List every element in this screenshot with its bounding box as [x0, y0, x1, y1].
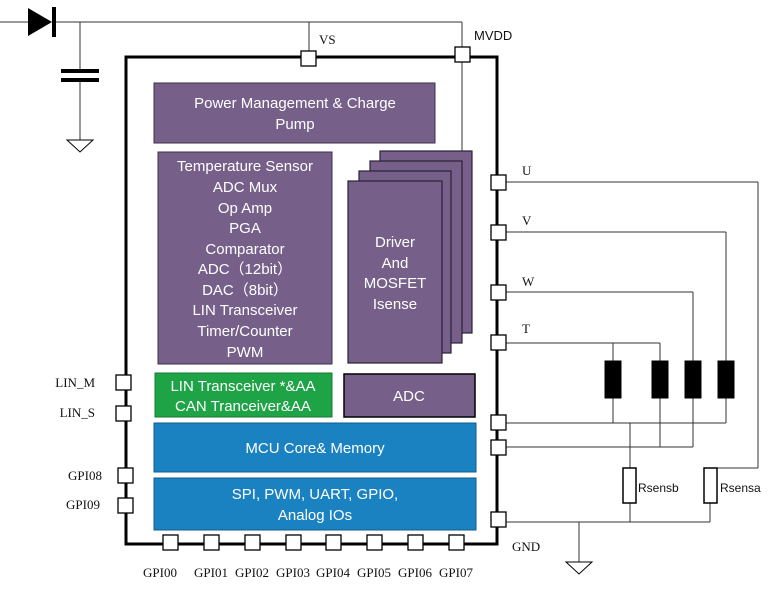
- supply-circuit: [0, 7, 463, 155]
- diode-icon: [28, 7, 56, 37]
- driver-line-3: MOSFET: [364, 275, 427, 292]
- pin-vs: [300, 50, 317, 67]
- driver-line-4: Isense: [373, 296, 417, 313]
- pin-gpio2: [244, 534, 261, 551]
- coil-t2: [651, 360, 669, 399]
- pin-gpio8: [117, 467, 134, 484]
- driver-layer-1: [347, 180, 443, 364]
- pin-label-u: U: [522, 163, 532, 178]
- pin-gnd: [490, 511, 507, 528]
- pin-w: [490, 284, 507, 301]
- pin-label-gpio8: GPI08: [68, 468, 102, 483]
- analog-line-10: PWM: [227, 344, 264, 361]
- resistor-b-label: Rsensb: [638, 481, 679, 495]
- pin-sense-2: [490, 439, 507, 456]
- pin-label-gpio5: GPI05: [357, 565, 391, 580]
- pin-label-gpio4: GPI04: [316, 565, 350, 580]
- pin-gpio7: [448, 534, 465, 551]
- motor-coils: [604, 360, 735, 399]
- resistor-icon: [703, 467, 718, 504]
- pin-label-gpio0: GPI00: [143, 565, 177, 580]
- io-line-1: SPI, PWM, UART, GPIO,: [232, 486, 398, 503]
- top-pins: VS MVDD: [300, 28, 512, 67]
- right-pins: U V W T GND: [490, 163, 540, 554]
- pin-label-vs: VS: [319, 32, 336, 47]
- analog-line-7: DAC（8bit）: [202, 282, 288, 299]
- power-management-block: Power Management & Charge Pump: [153, 82, 436, 144]
- io-block: SPI, PWM, UART, GPIO, Analog IOs: [153, 477, 477, 531]
- pin-label-mvdd: MVDD: [474, 28, 512, 43]
- coil-t1: [604, 360, 622, 399]
- pin-gpio1: [203, 534, 220, 551]
- pin-label-gpio1: GPI01: [194, 565, 228, 580]
- mcu-core-block: MCU Core& Memory: [153, 422, 477, 473]
- adc-label: ADC: [393, 388, 425, 405]
- resistor-icon: [622, 467, 637, 504]
- coil-w: [684, 360, 702, 399]
- pin-gpio9: [117, 497, 134, 514]
- phase-wiring: [506, 181, 759, 562]
- pin-t: [490, 334, 507, 351]
- resistor-a-label: Rsensa: [720, 481, 761, 495]
- pin-lin-s: [115, 405, 132, 422]
- analog-peripherals-block: Temperature Sensor ADC Mux Op Amp PGA Co…: [157, 151, 333, 365]
- power-block-line-2: Pump: [275, 116, 314, 133]
- driver-line-2: And: [382, 255, 409, 272]
- sense-resistors: Rsensb Rsensa: [622, 467, 761, 504]
- pin-gpio6: [407, 534, 424, 551]
- lin-can-block: LIN Transceiver *&AA CAN Tranceiver&AA: [154, 372, 333, 418]
- pin-label-t: T: [522, 321, 530, 336]
- left-pins: LIN_M LIN_S GPI08 GPI09: [55, 374, 134, 514]
- io-line-2: Analog IOs: [278, 507, 352, 524]
- ground-icon: [65, 139, 95, 153]
- capacitor-icon: [61, 69, 99, 82]
- analog-line-3: Op Amp: [218, 200, 272, 217]
- mcu-label: MCU Core& Memory: [245, 440, 385, 457]
- pin-sense-1: [490, 414, 507, 431]
- pin-lin-m: [115, 374, 132, 391]
- bottom-pins: GPI00 GPI01 GPI02 GPI03 GPI04 GPI05 GPI0…: [143, 534, 473, 580]
- pin-u: [490, 174, 507, 191]
- pin-label-w: W: [522, 274, 535, 289]
- pin-label-lin-s: LIN_S: [60, 405, 95, 420]
- analog-line-5: Comparator: [205, 241, 284, 258]
- ground-icon: [564, 561, 594, 575]
- pin-gpio3: [285, 534, 302, 551]
- coil-v: [717, 360, 735, 399]
- pin-label-gnd: GND: [512, 539, 540, 554]
- pin-label-gpio2: GPI02: [235, 565, 269, 580]
- pin-label-gpio9: GPI09: [66, 497, 100, 512]
- pin-mvdd: [454, 46, 471, 63]
- analog-line-2: ADC Mux: [213, 179, 278, 196]
- analog-line-1: Temperature Sensor: [177, 158, 313, 175]
- lin-can-line-1: LIN Transceiver *&AA: [170, 378, 315, 395]
- adc-block: ADC: [343, 373, 476, 418]
- pin-gpio4: [325, 534, 342, 551]
- pin-gpio0: [162, 534, 179, 551]
- pin-v: [490, 224, 507, 241]
- analog-line-9: Timer/Counter: [197, 323, 292, 340]
- driver-mosfet-stack: Driver And MOSFET Isense: [347, 150, 473, 364]
- pin-label-gpio7: GPI07: [439, 565, 473, 580]
- driver-line-1: Driver: [375, 234, 415, 251]
- analog-line-8: LIN Transceiver: [192, 302, 297, 319]
- analog-line-4: PGA: [229, 220, 261, 237]
- analog-line-6: ADC（12bit）: [198, 261, 292, 278]
- pin-label-gpio3: GPI03: [276, 565, 310, 580]
- power-block-line-1: Power Management & Charge: [194, 95, 396, 112]
- pin-gpio5: [366, 534, 383, 551]
- lin-can-line-2: CAN Tranceiver&AA: [175, 398, 311, 415]
- pin-label-lin-m: LIN_M: [55, 375, 95, 390]
- pin-label-gpio6: GPI06: [398, 565, 432, 580]
- pin-label-v: V: [522, 213, 532, 228]
